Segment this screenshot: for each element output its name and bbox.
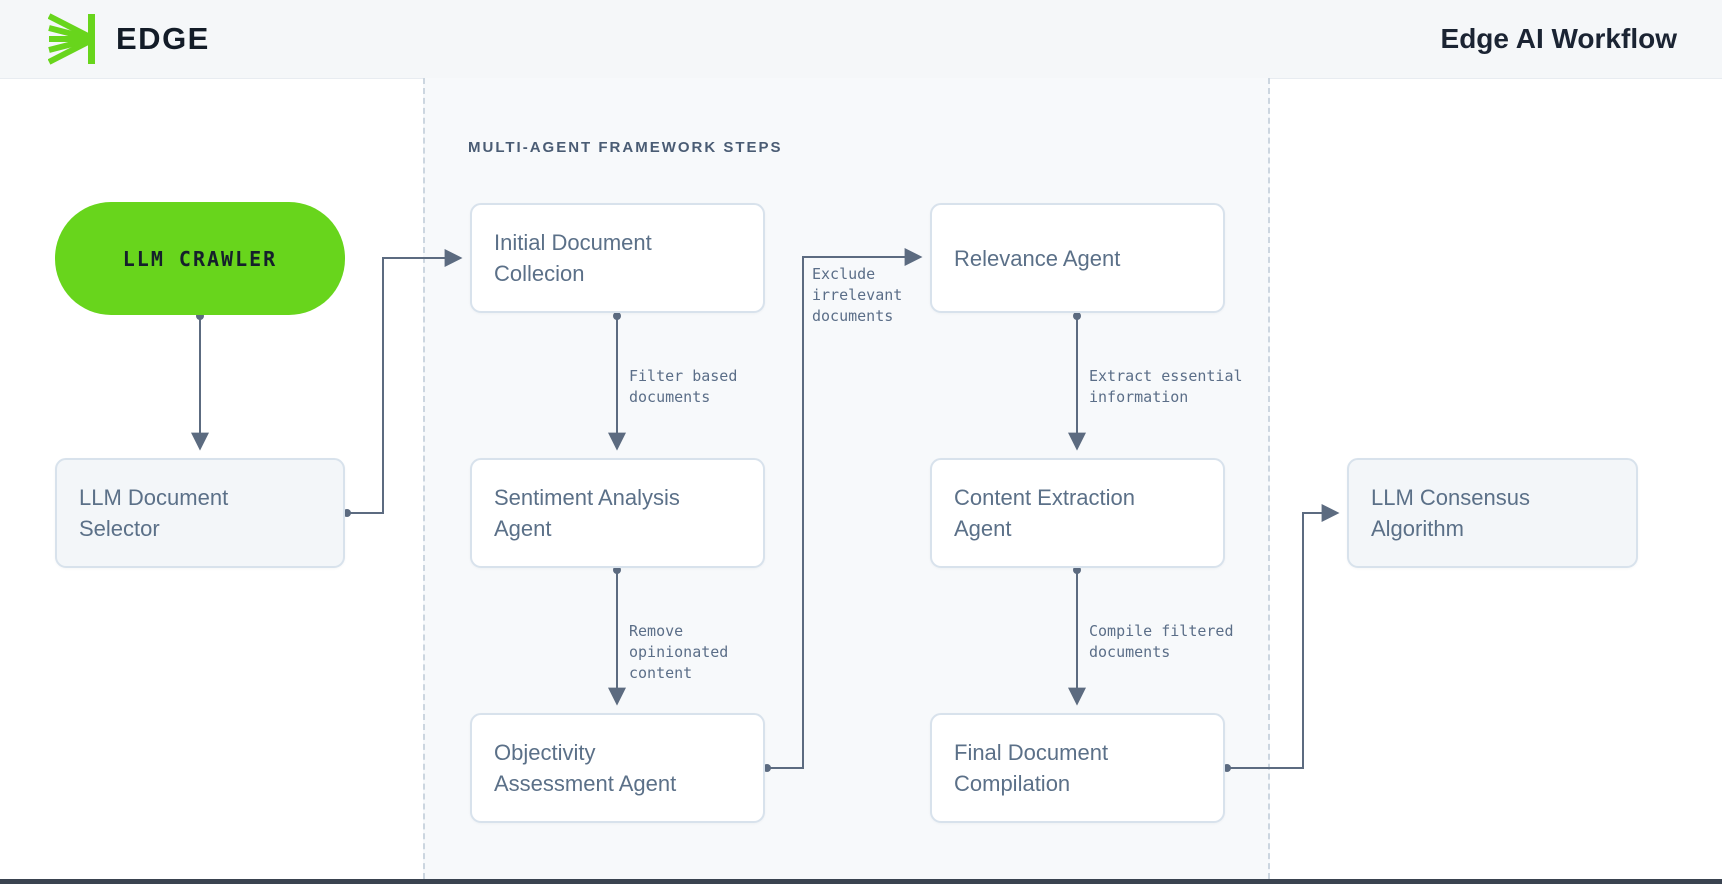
edge-label-extract-essential-information: Extract essential information [1089, 367, 1243, 406]
node-final-document-compilation[interactable]: Final Document Compilation [930, 713, 1225, 823]
node-label: Sentiment Analysis Agent [494, 485, 680, 541]
node-label: Objectivity Assessment Agent [494, 740, 677, 796]
edge-label-exclude-irrelevant-documents: Exclude irrelevant documents [812, 265, 903, 325]
node-label: LLM Consensus Algorithm [1371, 485, 1530, 541]
edge-label-compile-filtered-documents: Compile filtered documents [1089, 622, 1234, 661]
brand-wordmark: EDGE [116, 21, 210, 56]
node-label: Initial Document Collecion [494, 230, 652, 286]
bottom-edge-bar [0, 879, 1722, 884]
node-llm-consensus-algorithm[interactable]: LLM Consensus Algorithm [1347, 458, 1638, 568]
section-label: MULTI-AGENT FRAMEWORK STEPS [468, 139, 783, 156]
node-llm-document-selector[interactable]: LLM Document Selector [55, 458, 345, 568]
edge-label-remove-opinionated-content: Remove opinionated content [629, 622, 729, 682]
edge-rays-icon [48, 12, 98, 66]
edge-label-filter-based-documents: Filter based documents [629, 367, 738, 406]
node-label: Relevance Agent [954, 245, 1121, 271]
page-title: Edge AI Workflow [1440, 23, 1677, 54]
node-content-extraction-agent[interactable]: Content Extraction Agent [930, 458, 1225, 568]
app-header: EDGE Edge AI Workflow [0, 0, 1722, 79]
node-objectivity-assessment-agent[interactable]: Objectivity Assessment Agent [470, 713, 765, 823]
node-label: Final Document Compilation [954, 740, 1109, 796]
node-label: Content Extraction Agent [954, 485, 1135, 541]
node-sentiment-analysis-agent[interactable]: Sentiment Analysis Agent [470, 458, 765, 568]
node-initial-document-collection[interactable]: Initial Document Collecion [470, 203, 765, 313]
node-label: LLM Document Selector [79, 485, 229, 541]
node-relevance-agent[interactable]: Relevance Agent [930, 203, 1225, 313]
node-llm-crawler[interactable]: LLM CRAWLER [55, 202, 345, 315]
